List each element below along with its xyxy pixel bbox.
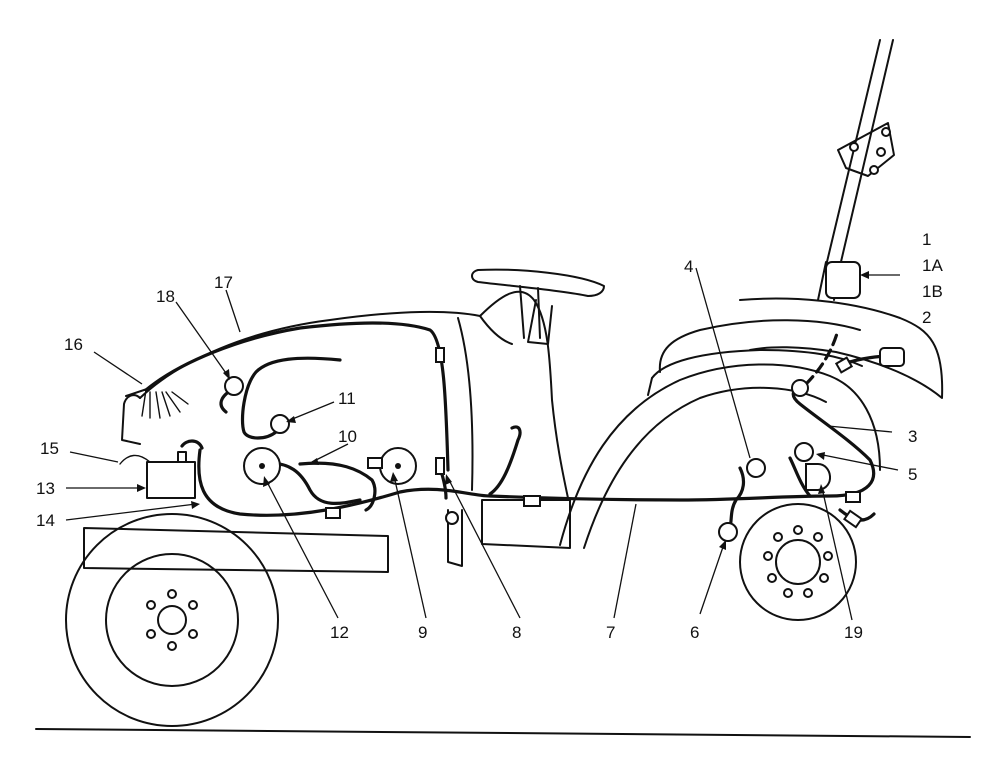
callout-12: 12 <box>330 623 349 642</box>
rear-wheel-hub <box>739 503 857 621</box>
callout-17: 17 <box>214 273 233 292</box>
switch-6 <box>718 522 738 542</box>
hood-body <box>121 290 569 499</box>
leader-lines <box>65 267 900 621</box>
switch-11 <box>270 414 290 434</box>
callout-19: 19 <box>844 623 863 642</box>
fender-arch <box>559 363 881 549</box>
callout-16: 16 <box>64 335 83 354</box>
callout-8: 8 <box>512 623 521 642</box>
rear-fender <box>647 297 944 399</box>
switch-5 <box>794 442 814 462</box>
battery-13 <box>146 461 196 499</box>
callout-1: 1 <box>922 230 931 249</box>
callout-9: 9 <box>418 623 427 642</box>
work-light-1 <box>825 261 861 299</box>
rops-post <box>817 39 895 301</box>
front-wheel <box>65 513 279 727</box>
harness-components <box>146 261 905 542</box>
steering-wheel <box>471 268 605 339</box>
callout-1b: 1B <box>922 282 943 301</box>
callout-10: 10 <box>338 427 357 446</box>
callout-4: 4 <box>684 257 693 276</box>
callout-3: 3 <box>908 427 917 446</box>
switch-18 <box>224 376 244 396</box>
callout-7: 7 <box>606 623 615 642</box>
wiring-harness <box>119 321 894 530</box>
switch-4 <box>746 458 766 478</box>
bulb-19 <box>805 463 831 491</box>
callout-1a: 1A <box>922 256 943 275</box>
callout-2: 2 <box>922 308 931 327</box>
callout-14: 14 <box>36 511 55 530</box>
callout-18: 18 <box>156 287 175 306</box>
callout-13: 13 <box>36 479 55 498</box>
callout-5: 5 <box>908 465 917 484</box>
callout-6: 6 <box>690 623 699 642</box>
callout-15: 15 <box>40 439 59 458</box>
callout-labels: 1 1A 1B 2 3 4 5 6 7 8 9 10 11 12 13 14 1… <box>36 230 943 642</box>
ground-line <box>35 728 971 738</box>
callout-11: 11 <box>338 389 356 408</box>
